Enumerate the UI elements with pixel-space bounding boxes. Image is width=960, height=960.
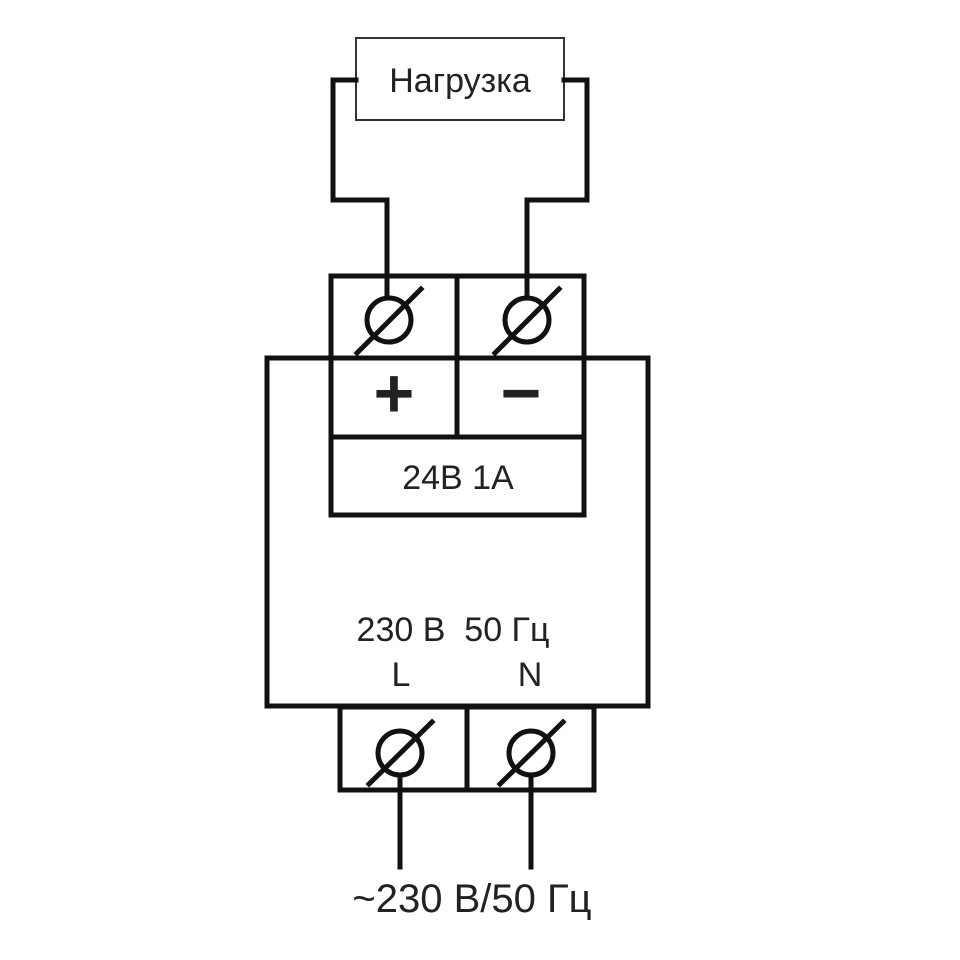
supply-label: ~230 В/50 Гц bbox=[352, 877, 591, 921]
wire-plus bbox=[330, 77, 390, 301]
screw-terminal-icon bbox=[491, 285, 563, 357]
terminal-n-label: N bbox=[518, 656, 543, 694]
wire-minus bbox=[524, 77, 590, 301]
load-box: Нагрузка bbox=[355, 37, 565, 121]
load-label: Нагрузка bbox=[389, 62, 531, 100]
input-rating: 230 В 50 Гц bbox=[357, 611, 550, 649]
screw-terminal-icon bbox=[353, 285, 425, 357]
output-rating: 24В 1А bbox=[402, 459, 514, 497]
input-terminal-block bbox=[337, 704, 597, 793]
minus-label: − bbox=[501, 354, 542, 432]
terminal-l-label: L bbox=[392, 656, 411, 694]
output-terminal-block: + − 24В 1А bbox=[328, 273, 587, 518]
plus-label: + bbox=[374, 354, 415, 432]
